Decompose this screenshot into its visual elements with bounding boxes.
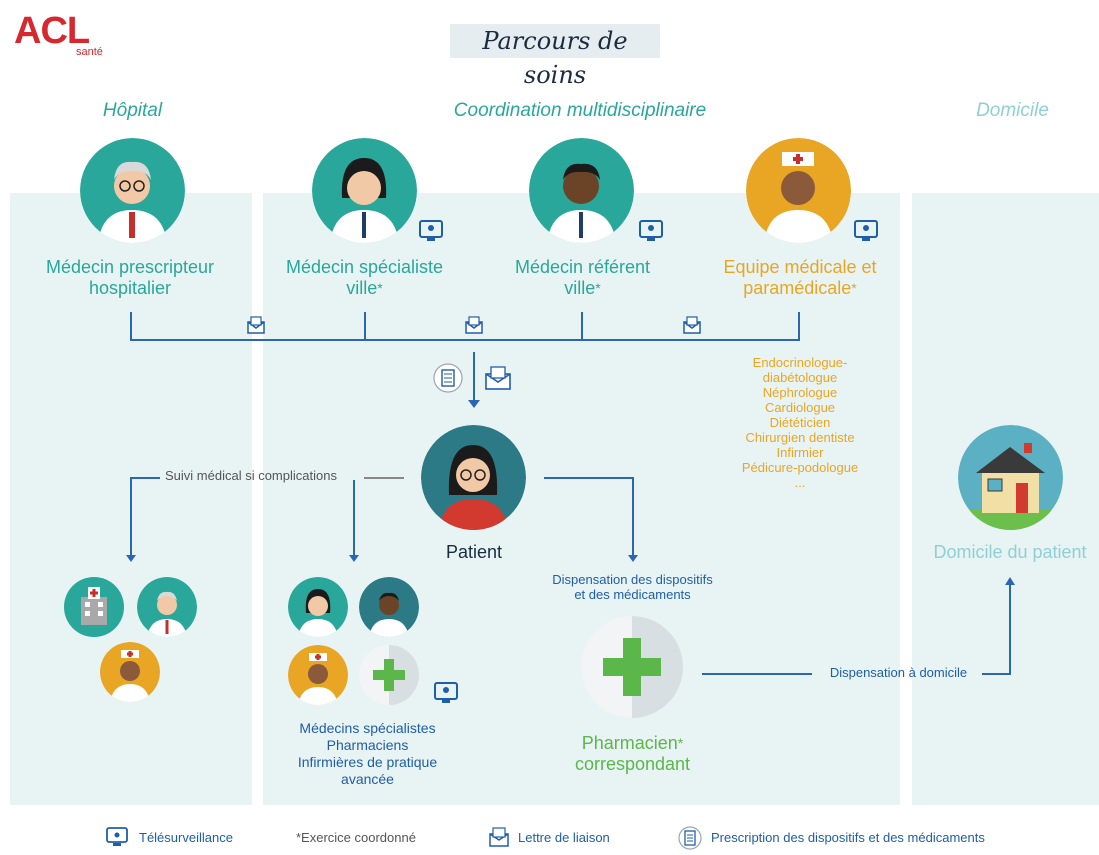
telemonitoring-icon: [638, 218, 664, 249]
dispensation-label: Dispensation des dispositifs et des médi…: [552, 572, 713, 602]
connector: [632, 477, 634, 557]
connector: [982, 673, 1010, 675]
column-title-hospital: Hôpital: [102, 100, 163, 121]
role-team: Equipe médicale et paramédicale*: [723, 257, 877, 298]
prescriber-doctor-avatar: [80, 138, 185, 243]
house-icon: [958, 425, 1063, 530]
specialties-list: Endocrinologue- diabétologue Néphrologue…: [741, 355, 859, 490]
referent-icon: [359, 577, 419, 637]
nurse-icon: [288, 645, 348, 705]
legend-letter: Lettre de liaison: [518, 830, 610, 845]
letter-icon: [682, 315, 702, 340]
logo: ACL santé: [14, 10, 114, 58]
connector: [544, 477, 634, 479]
logo-subtext: santé: [76, 46, 103, 58]
connector: [130, 477, 132, 557]
pharmacy-cross-icon: [359, 645, 419, 705]
specialist-doctor-avatar: [312, 138, 417, 243]
connector: [130, 312, 132, 340]
page-title: Parcours de soins: [450, 24, 660, 89]
prescription-icon: [433, 363, 463, 398]
prescription-icon: [678, 826, 702, 855]
role-referent: Médecin référent ville*: [514, 257, 651, 298]
connector: [130, 477, 160, 479]
column-title-coordination: Coordination multidisciplinaire: [453, 100, 707, 121]
letter-icon: [464, 315, 484, 340]
legend: Télésurveillance *Exercice coordonné Let…: [0, 826, 1099, 850]
connector: [364, 477, 404, 479]
connector: [1009, 584, 1011, 675]
connector: [798, 312, 800, 340]
care-group-label: Médecins spécialistes Pharmaciens Infirm…: [297, 720, 438, 787]
legend-telemonitoring: Télésurveillance: [139, 830, 233, 845]
pharmacist-label: Pharmacien* correspondant: [574, 733, 691, 774]
follow-up-label: Suivi médical si complications: [165, 468, 337, 483]
pharmacy-cross-icon: [581, 616, 683, 718]
connector: [581, 312, 583, 340]
telemonitoring-icon: [853, 218, 879, 249]
coordination-panel: [263, 193, 900, 805]
doctor-icon: [137, 577, 197, 637]
role-specialist: Médecin spécialiste ville*: [285, 257, 444, 298]
arrow-down-icon: [628, 555, 638, 562]
legend-prescription: Prescription des dispositifs et des médi…: [711, 830, 985, 845]
column-title-home: Domicile: [976, 100, 1049, 121]
connector: [702, 673, 812, 675]
legend-coordinated: *Exercice coordonné: [296, 830, 416, 845]
patient-avatar: [421, 425, 526, 530]
connector: [130, 339, 800, 341]
letter-icon: [488, 826, 510, 853]
nurse-icon: [100, 642, 160, 702]
home-label: Domicile du patient: [933, 542, 1087, 562]
arrow-down-icon: [126, 555, 136, 562]
logo-text: ACL: [14, 10, 90, 52]
role-prescriber: Médecin prescripteur hospitalier: [45, 257, 215, 298]
connector: [364, 312, 366, 340]
arrow-up-icon: [1005, 577, 1015, 585]
specialist-icon: [288, 577, 348, 637]
connector: [473, 352, 475, 404]
home-dispensation-label: Dispensation à domicile: [829, 665, 968, 680]
arrow-down-icon: [349, 555, 359, 562]
connector: [353, 480, 355, 557]
telemonitoring-icon: [105, 826, 129, 853]
letter-icon: [246, 315, 266, 340]
letter-icon: [484, 364, 512, 397]
nurse-avatar: [746, 138, 851, 243]
hospital-building-icon: [64, 577, 124, 637]
telemonitoring-icon: [433, 680, 459, 711]
patient-label: Patient: [445, 542, 503, 562]
referent-doctor-avatar: [529, 138, 634, 243]
arrow-down-icon: [468, 400, 480, 408]
telemonitoring-icon: [418, 218, 444, 249]
